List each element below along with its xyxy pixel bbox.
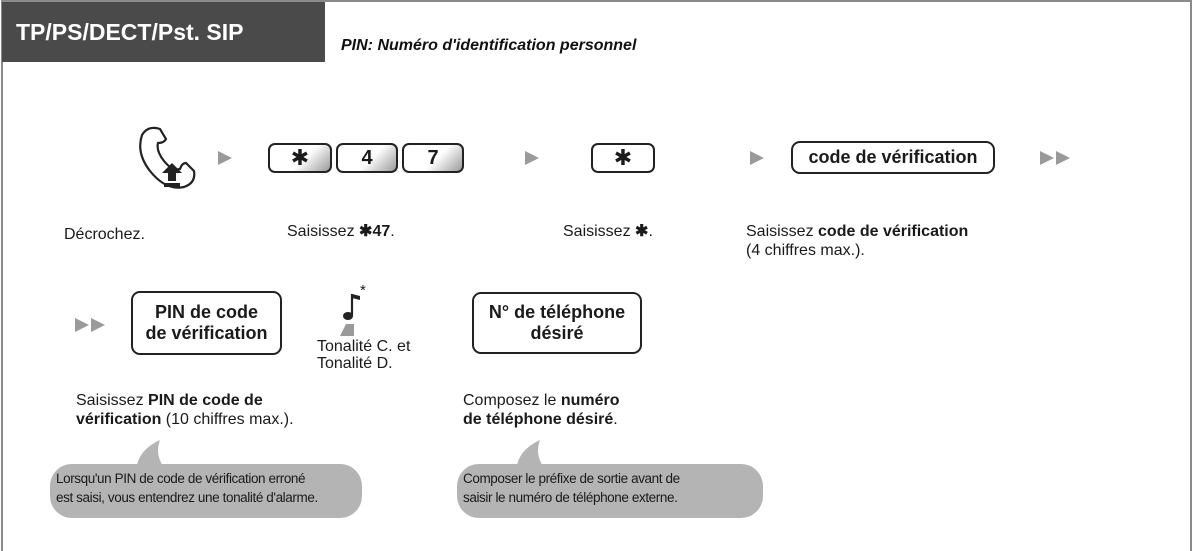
tone-icon: [340, 294, 360, 336]
arrow-icon: [218, 151, 232, 165]
caption-pin: Saisissez PIN de code de vérification (1…: [76, 392, 294, 428]
caption-dial: Composez le numéro de téléphone désiré.: [463, 392, 620, 428]
arrow-icon: [750, 151, 764, 165]
caption-offhook: Décrochez.: [64, 226, 145, 243]
callout-outside-line-prefix: Composer le préfixe de sortie avant de s…: [457, 464, 763, 518]
header-tab-title: TP/PS/DECT/Pst. SIP: [16, 18, 244, 45]
callout-pointer: [136, 440, 166, 470]
digit-7-key: 7: [402, 143, 464, 173]
verification-code-box: code de vérification: [791, 141, 995, 174]
arrow-icon: [525, 151, 539, 165]
callout-wrong-pin: Lorsqu'un PIN de code de vérification er…: [50, 464, 362, 518]
header-tab: TP/PS/DECT/Pst. SIP: [2, 2, 325, 62]
caption-tone: Tonalité C. et Tonalité D.: [317, 338, 411, 372]
caption-enter-47: Saisissez ✱47.: [287, 223, 395, 240]
double-arrow-icon: [75, 318, 105, 332]
caption-verification-code: Saisissez code de vérification (4 chiffr…: [746, 223, 969, 259]
digit-4-key: 4: [336, 143, 398, 173]
header-subtitle: PIN: Numéro d'identification personnel: [341, 37, 637, 54]
caption-enter-star: Saisissez ✱.: [563, 223, 653, 240]
callout-pointer: [516, 440, 546, 470]
handset-offhook-icon: [139, 126, 196, 189]
double-arrow-icon: [1040, 151, 1070, 165]
star-key: ✱: [268, 143, 332, 173]
tone-footnote: *: [360, 282, 366, 299]
star-key: ✱: [591, 143, 655, 173]
